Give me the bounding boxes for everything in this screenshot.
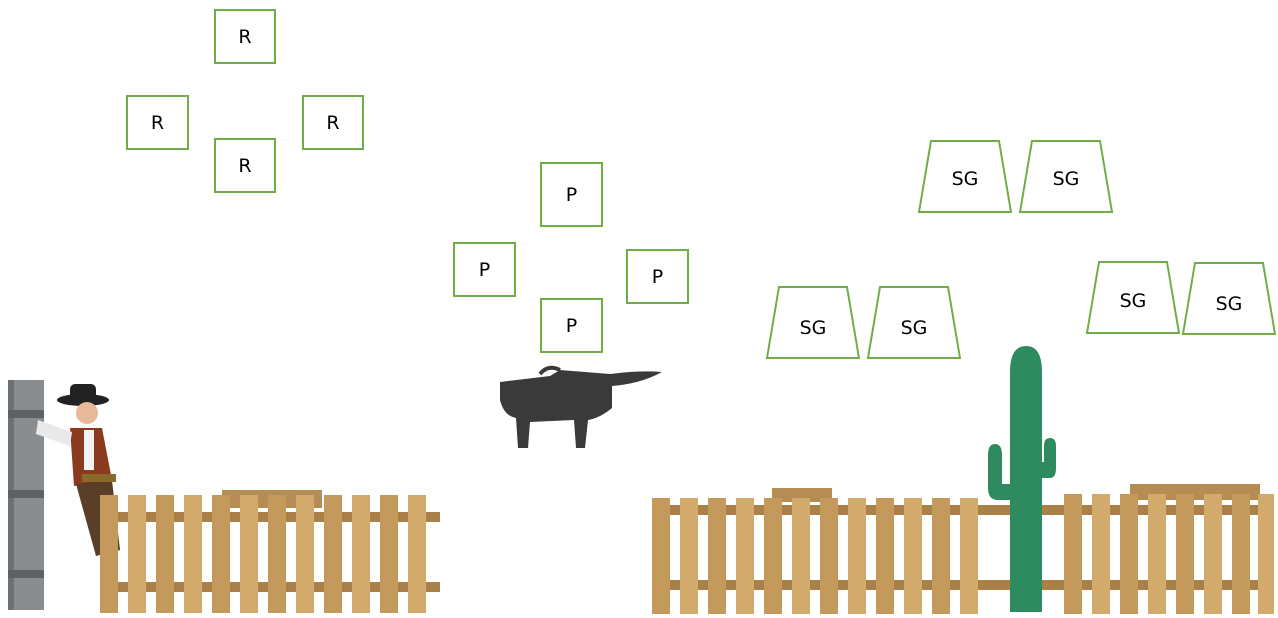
bull-silhouette (500, 365, 662, 448)
r-label: R (238, 25, 252, 48)
wooden-fence (652, 484, 1274, 614)
r-label: R (150, 111, 165, 134)
r-box-top: R (214, 9, 276, 64)
r-label: R (326, 111, 340, 134)
p-label: P (478, 258, 491, 281)
p-box-top: P (540, 162, 603, 227)
sg-trapezoid: SG (1181, 262, 1277, 335)
sg-trapezoid: SG (765, 286, 861, 359)
sg-label: SG (901, 317, 928, 339)
sg-label: SG (800, 317, 827, 339)
r-box-left: R (126, 95, 189, 150)
r-box-bottom: R (214, 138, 276, 193)
sg-trapezoid: SG (1018, 140, 1114, 213)
wooden-fence (100, 490, 440, 613)
wooden-gate (8, 380, 44, 610)
p-label: P (565, 183, 578, 206)
p-box-bottom: P (540, 298, 603, 353)
r-box-right: R (302, 95, 364, 150)
p-label: P (565, 314, 578, 337)
sg-trapezoid: SG (1085, 261, 1181, 334)
sg-trapezoid: SG (917, 140, 1013, 213)
p-box-left: P (453, 242, 516, 297)
sg-label: SG (1053, 168, 1080, 190)
p-box-right: P (626, 249, 689, 304)
p-label: P (651, 265, 664, 288)
cactus (988, 346, 1056, 612)
sg-label: SG (952, 168, 979, 190)
sg-label: SG (1120, 290, 1147, 312)
sg-label: SG (1216, 293, 1243, 315)
sg-trapezoid: SG (866, 286, 962, 359)
r-label: R (238, 154, 252, 177)
